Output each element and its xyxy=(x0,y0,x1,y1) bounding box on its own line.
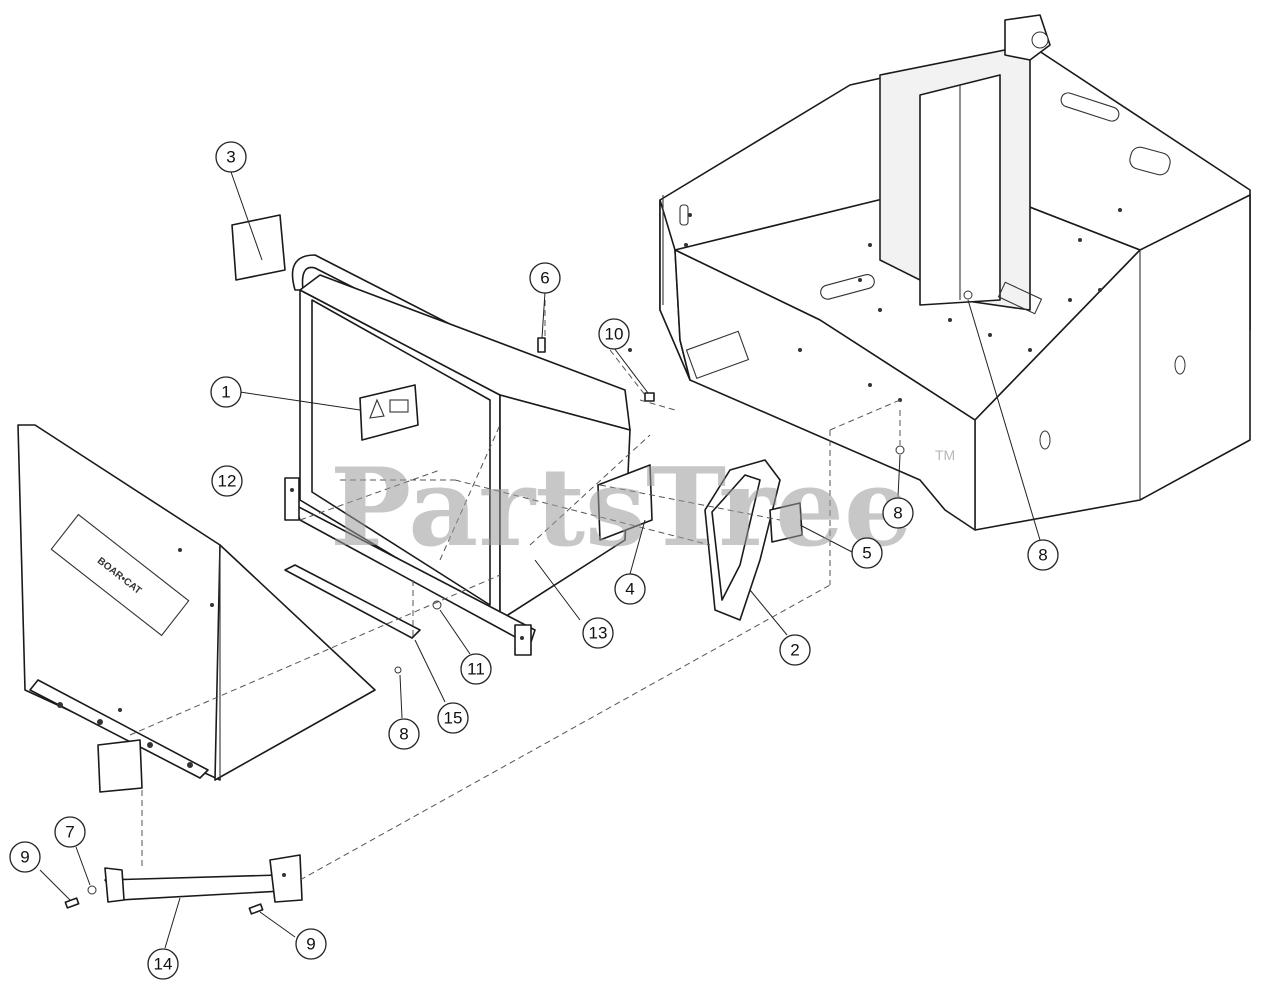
callout-2[interactable]: 2 xyxy=(779,634,811,666)
callout-10[interactable]: 10 xyxy=(598,318,630,350)
callout-12[interactable]: 12 xyxy=(211,465,243,497)
callout-13[interactable]: 13 xyxy=(582,617,614,649)
svg-text:15: 15 xyxy=(444,709,463,728)
brace-15 xyxy=(284,564,421,639)
svg-text:3: 3 xyxy=(226,148,235,167)
callout-6[interactable]: 6 xyxy=(529,262,561,294)
hinge-plate-4 xyxy=(597,464,653,541)
svg-text:8: 8 xyxy=(399,725,408,744)
side-panel-2 xyxy=(704,459,803,621)
svg-text:2: 2 xyxy=(790,641,799,660)
callout-3[interactable]: 3 xyxy=(215,141,247,173)
chassis-housing xyxy=(659,14,1251,531)
svg-text:9: 9 xyxy=(20,848,29,867)
watermark-trademark: TM xyxy=(935,447,955,463)
svg-text:8: 8 xyxy=(1038,546,1047,565)
callout-8-lower[interactable]: 8 xyxy=(388,718,420,750)
watermark: PartsTree TM xyxy=(330,445,955,571)
callout-9-left[interactable]: 9 xyxy=(9,841,41,873)
watermark-text: PartsTree xyxy=(330,445,913,571)
leader-lines xyxy=(39,171,1041,949)
svg-text:12: 12 xyxy=(218,472,237,491)
svg-text:14: 14 xyxy=(154,955,173,974)
callout-8-middle[interactable]: 8 xyxy=(882,497,914,529)
bracket-14 xyxy=(104,854,303,903)
svg-text:5: 5 xyxy=(862,544,871,563)
svg-text:1: 1 xyxy=(221,383,230,402)
svg-text:9: 9 xyxy=(306,935,315,954)
callout-11[interactable]: 11 xyxy=(460,653,492,685)
svg-text:11: 11 xyxy=(467,660,485,679)
left-shield: BOAR•CAT xyxy=(17,424,376,781)
svg-text:4: 4 xyxy=(625,580,634,599)
svg-text:6: 6 xyxy=(540,269,549,288)
callout-7[interactable]: 7 xyxy=(54,816,86,848)
callout-14[interactable]: 14 xyxy=(147,948,179,980)
svg-text:8: 8 xyxy=(893,504,902,523)
svg-text:13: 13 xyxy=(589,624,608,643)
svg-text:7: 7 xyxy=(65,823,74,842)
callout-5[interactable]: 5 xyxy=(851,537,883,569)
assembly-lines xyxy=(129,300,901,881)
callout-8-right[interactable]: 8 xyxy=(1027,539,1059,571)
fasteners xyxy=(64,214,905,915)
callout-9-right[interactable]: 9 xyxy=(295,928,327,960)
callouts: 3 6 10 1 12 4 5 2 13 11 15 8 8 8 7 9 9 1… xyxy=(9,141,1059,980)
callout-4[interactable]: 4 xyxy=(614,573,646,605)
callout-1[interactable]: 1 xyxy=(210,376,242,408)
svg-text:10: 10 xyxy=(605,325,624,344)
callout-15[interactable]: 15 xyxy=(437,702,469,734)
